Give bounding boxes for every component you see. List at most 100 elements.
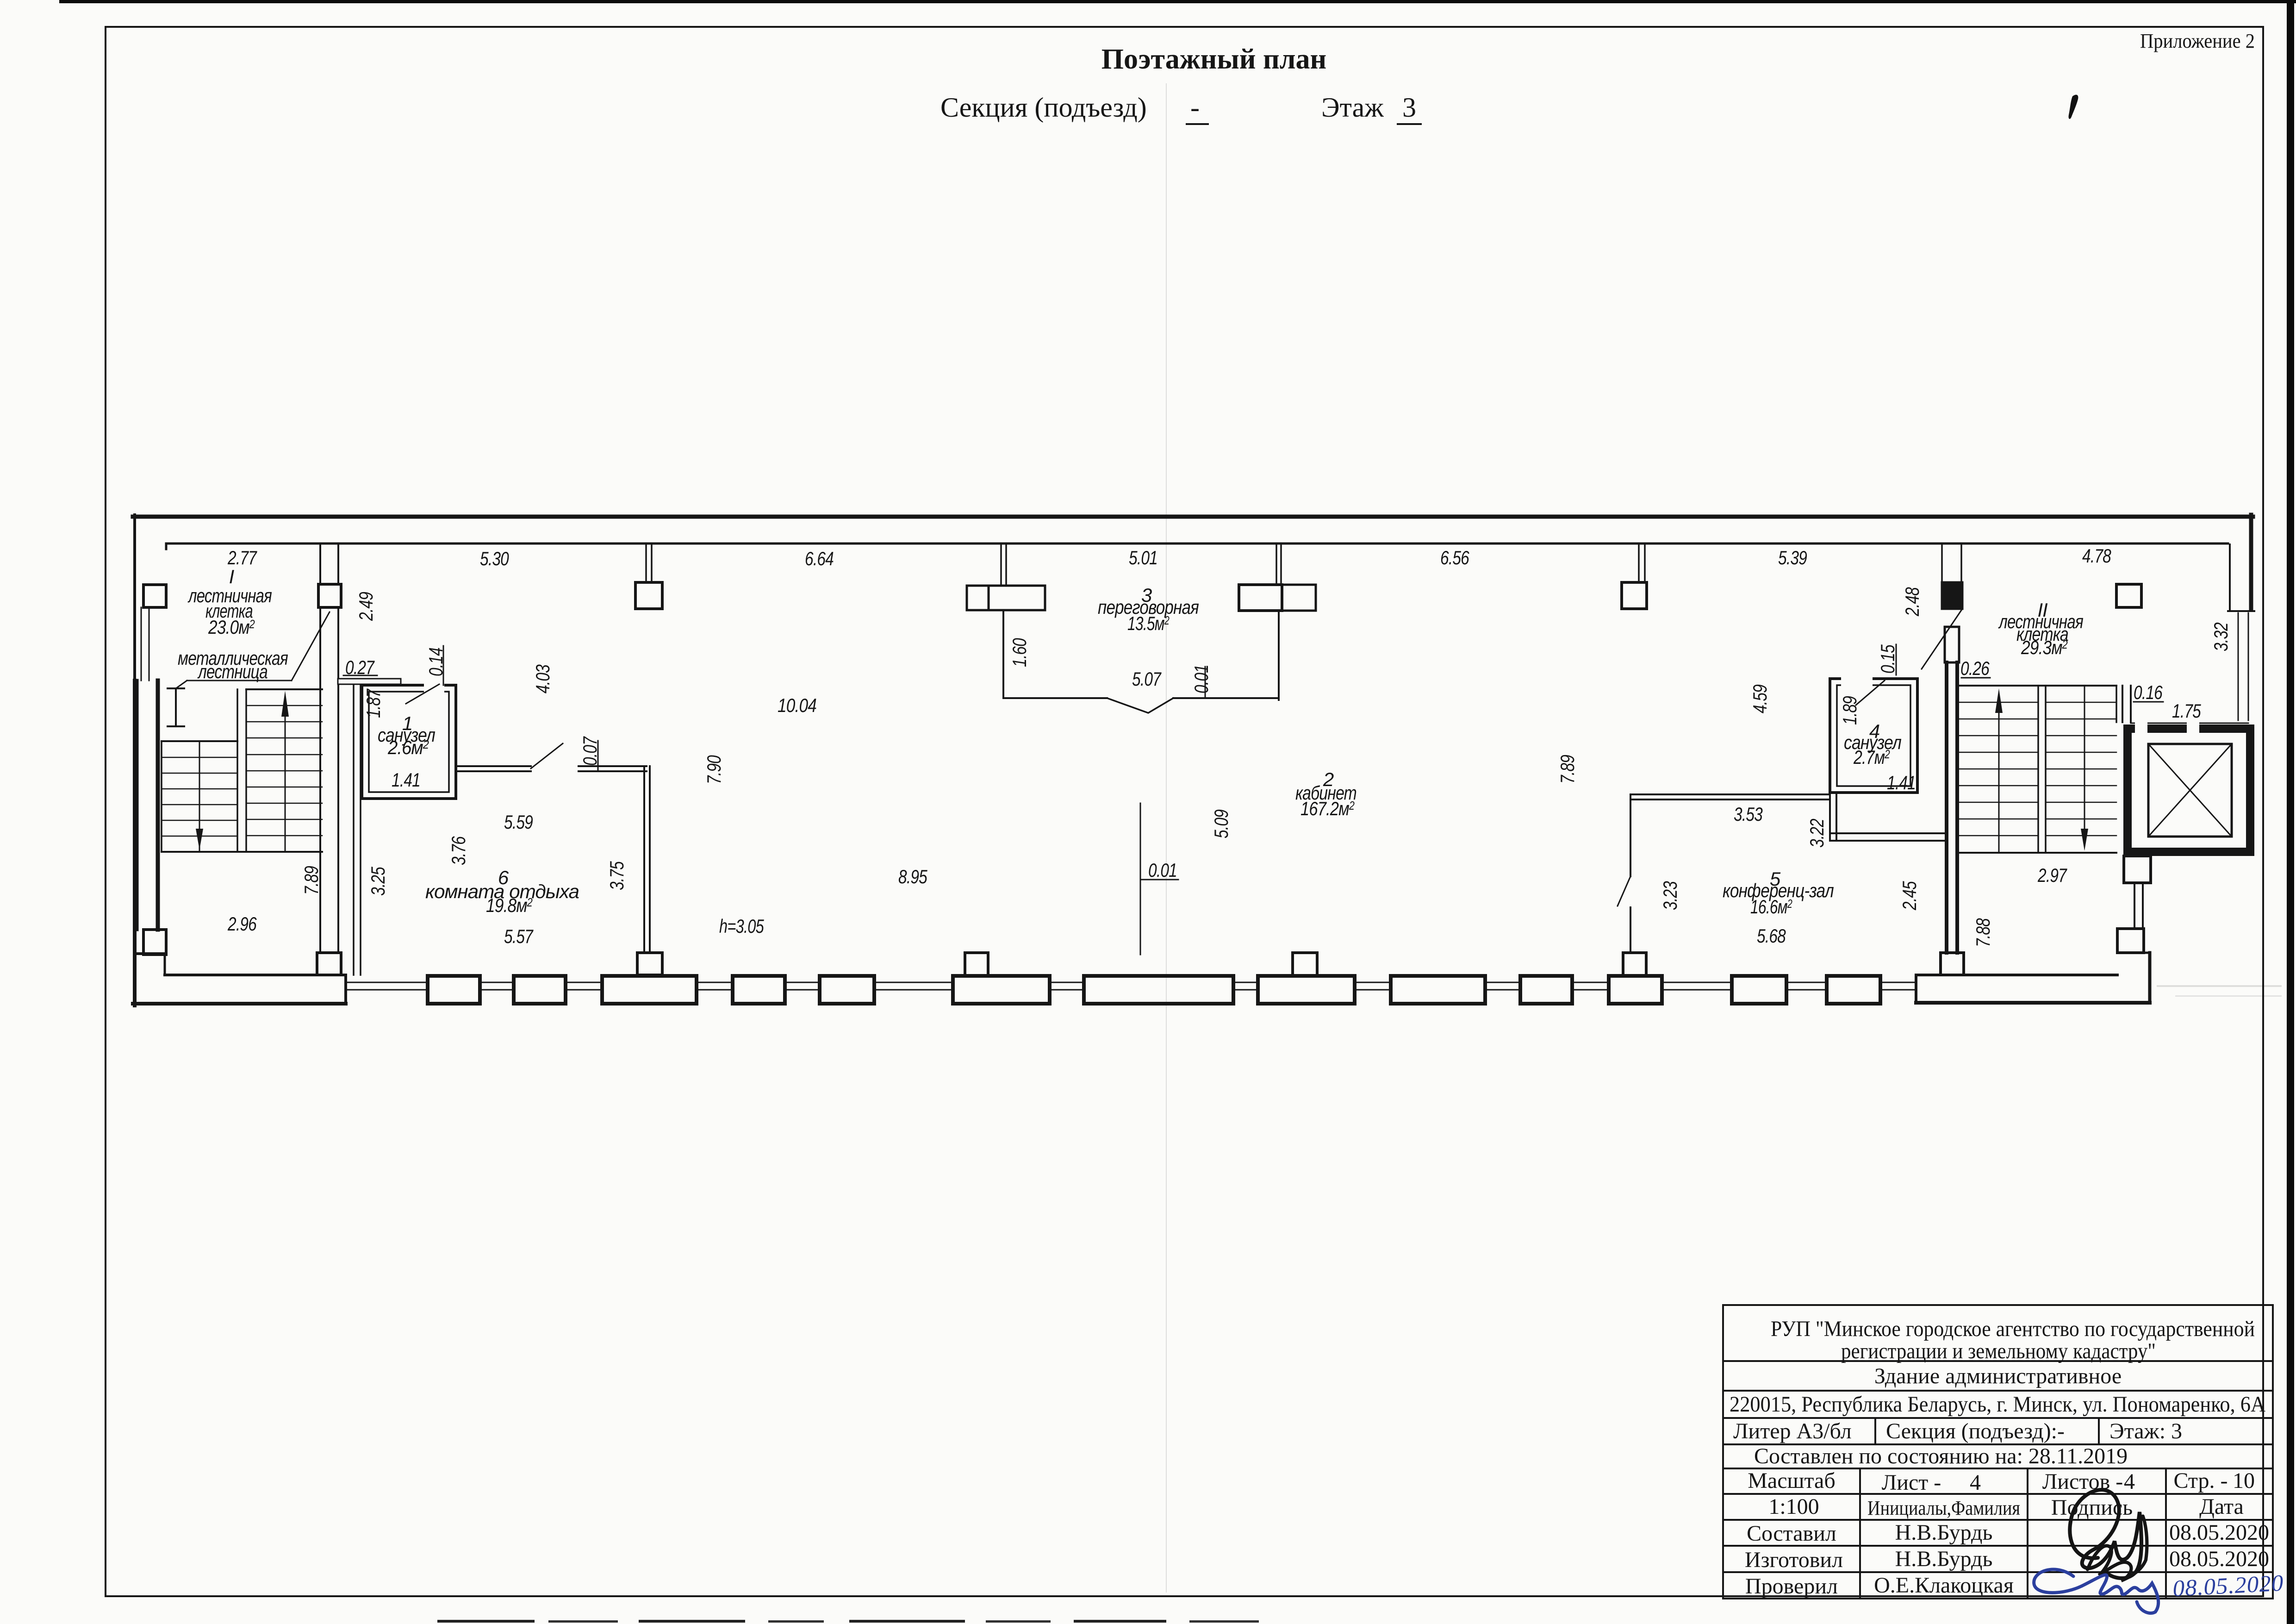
svg-text:5.30: 5.30	[480, 548, 509, 569]
svg-text:переговорная: переговорная	[1098, 596, 1199, 618]
svg-text:2.7м2: 2.7м2	[1853, 746, 1890, 768]
svg-text:О.Е.Клакоцкая: О.Е.Клакоцкая	[1874, 1573, 2014, 1598]
svg-text:7.89: 7.89	[300, 866, 322, 895]
svg-text:5.01: 5.01	[1129, 547, 1157, 568]
svg-text:3: 3	[1402, 92, 1416, 123]
svg-text:2.96: 2.96	[227, 913, 257, 935]
svg-text:2: 2	[1323, 768, 1334, 790]
svg-text:3.53: 3.53	[1734, 803, 1763, 825]
svg-text:0.01: 0.01	[1148, 859, 1177, 881]
svg-text:лестница: лестница	[197, 661, 268, 682]
svg-text:I: I	[229, 566, 235, 587]
svg-text:10: 10	[2233, 1468, 2255, 1493]
svg-text:Литер А3/бл: Литер А3/бл	[1733, 1419, 1852, 1443]
svg-text:Поэтажный план: Поэтажный план	[1101, 44, 1327, 75]
svg-text:1.60: 1.60	[1008, 638, 1030, 667]
svg-text:3.75: 3.75	[606, 861, 628, 890]
svg-text:1.87: 1.87	[362, 688, 384, 718]
svg-text:1.89: 1.89	[1839, 696, 1860, 725]
svg-text:лестничная: лестничная	[1998, 611, 2084, 632]
svg-text:6: 6	[498, 867, 509, 888]
svg-text:h=3.05: h=3.05	[719, 915, 764, 937]
svg-text:Секция (подъезд):-: Секция (подъезд):-	[1886, 1419, 2065, 1443]
svg-text:регистрации и земельному кадас: регистрации и земельному кадастру"	[1841, 1339, 2156, 1363]
svg-text:4.03: 4.03	[532, 664, 554, 693]
svg-text:23.0м2: 23.0м2	[208, 616, 255, 638]
svg-text:3.22: 3.22	[1806, 818, 1828, 848]
svg-text:16.6м2: 16.6м2	[1750, 896, 1792, 918]
svg-text:2.49: 2.49	[355, 592, 377, 621]
svg-text:4: 4	[2124, 1469, 2135, 1494]
svg-text:2.45: 2.45	[1898, 881, 1920, 911]
svg-text:0.14: 0.14	[425, 648, 447, 676]
svg-text:5.59: 5.59	[504, 811, 533, 833]
svg-text:лестничная: лестничная	[187, 585, 272, 606]
svg-text:0.26: 0.26	[1960, 657, 1990, 679]
svg-text:08.05.2020: 08.05.2020	[2169, 1520, 2269, 1545]
svg-text:0.07: 0.07	[579, 736, 601, 766]
svg-text:Листов -: Листов -	[2042, 1469, 2123, 1494]
svg-text:1:100: 1:100	[1768, 1494, 1819, 1519]
svg-text:4.78: 4.78	[2082, 545, 2111, 567]
svg-text:5.07: 5.07	[1132, 668, 1162, 690]
svg-text:санузел: санузел	[378, 724, 435, 746]
svg-text:08.05.2020: 08.05.2020	[2169, 1547, 2269, 1571]
svg-text:5.09: 5.09	[1210, 809, 1232, 838]
svg-text:6.56: 6.56	[1440, 547, 1469, 568]
svg-text:5.57: 5.57	[504, 925, 534, 947]
svg-text:3.76: 3.76	[448, 836, 469, 865]
svg-text:13.5м2: 13.5м2	[1127, 612, 1170, 634]
svg-text:Этаж: 3: Этаж: 3	[2109, 1419, 2182, 1443]
svg-text:6.64: 6.64	[805, 548, 834, 569]
svg-text:8.95: 8.95	[898, 866, 927, 887]
svg-text:конференц-зал: конференц-зал	[1723, 880, 1834, 901]
svg-text:Здание административное: Здание административное	[1874, 1364, 2122, 1388]
svg-text:29.3м2: 29.3м2	[2021, 637, 2068, 658]
svg-text:08.05.2020: 08.05.2020	[2172, 1570, 2284, 1601]
svg-text:Н.В.Бурдь: Н.В.Бурдь	[1895, 1520, 1993, 1545]
svg-text:Лист -: Лист -	[1882, 1470, 1941, 1495]
svg-text:Н.В.Бурдь: Н.В.Бурдь	[1895, 1547, 1993, 1571]
svg-text:3.32: 3.32	[2210, 622, 2232, 651]
svg-text:3: 3	[1141, 584, 1152, 606]
svg-text:5.39: 5.39	[1778, 547, 1807, 568]
svg-text:220015, Республика Беларусь, г: 220015, Республика Беларусь, г. Минск, у…	[1730, 1392, 2265, 1417]
svg-text:0.27: 0.27	[345, 656, 375, 678]
svg-text:Приложение 2: Приложение 2	[2140, 30, 2255, 52]
svg-text:Этаж: Этаж	[1321, 92, 1384, 123]
svg-text:4: 4	[1970, 1470, 1981, 1495]
svg-text:4.59: 4.59	[1749, 684, 1771, 713]
svg-text:2.6м2: 2.6м2	[387, 737, 429, 758]
svg-text:5.68: 5.68	[1757, 925, 1786, 947]
svg-text:Проверил: Проверил	[1745, 1574, 1838, 1599]
svg-text:РУП "Минское городское агентст: РУП "Минское городское агентство по госу…	[1771, 1317, 2255, 1341]
svg-text:3.23: 3.23	[1659, 881, 1681, 910]
svg-text:Стр. -: Стр. -	[2174, 1468, 2228, 1493]
svg-text:Масштаб: Масштаб	[1748, 1468, 1836, 1493]
svg-text:5: 5	[1770, 868, 1781, 890]
svg-text:7.88: 7.88	[1972, 918, 1994, 947]
svg-text:-: -	[1190, 92, 1200, 123]
svg-text:2.77: 2.77	[227, 547, 257, 568]
svg-text:1.41: 1.41	[1887, 772, 1916, 793]
svg-text:7.89: 7.89	[1556, 755, 1578, 784]
svg-text:167.2м2: 167.2м2	[1300, 798, 1355, 819]
svg-text:4: 4	[1869, 720, 1879, 742]
svg-text:клетка: клетка	[2016, 623, 2068, 645]
svg-text:0.15: 0.15	[1877, 644, 1898, 674]
svg-text:кабинет: кабинет	[1295, 782, 1356, 804]
svg-text:10.04: 10.04	[778, 694, 816, 716]
svg-text:1: 1	[402, 712, 412, 734]
svg-text:2.97: 2.97	[2037, 864, 2067, 886]
svg-text:2.48: 2.48	[1901, 587, 1923, 617]
svg-text:Дата: Дата	[2199, 1494, 2244, 1519]
svg-text:19.8м2: 19.8м2	[486, 894, 533, 916]
svg-text:0.01: 0.01	[1190, 665, 1212, 693]
svg-text:1.41: 1.41	[392, 769, 420, 791]
svg-text:Инициалы,Фамилия: Инициалы,Фамилия	[1867, 1497, 2020, 1519]
svg-text:0.16: 0.16	[2134, 681, 2163, 703]
svg-text:Составил: Составил	[1747, 1521, 1836, 1546]
svg-text:санузел: санузел	[1844, 731, 1901, 753]
svg-text:Изготовил: Изготовил	[1745, 1548, 1843, 1572]
svg-text:3.25: 3.25	[367, 867, 389, 896]
